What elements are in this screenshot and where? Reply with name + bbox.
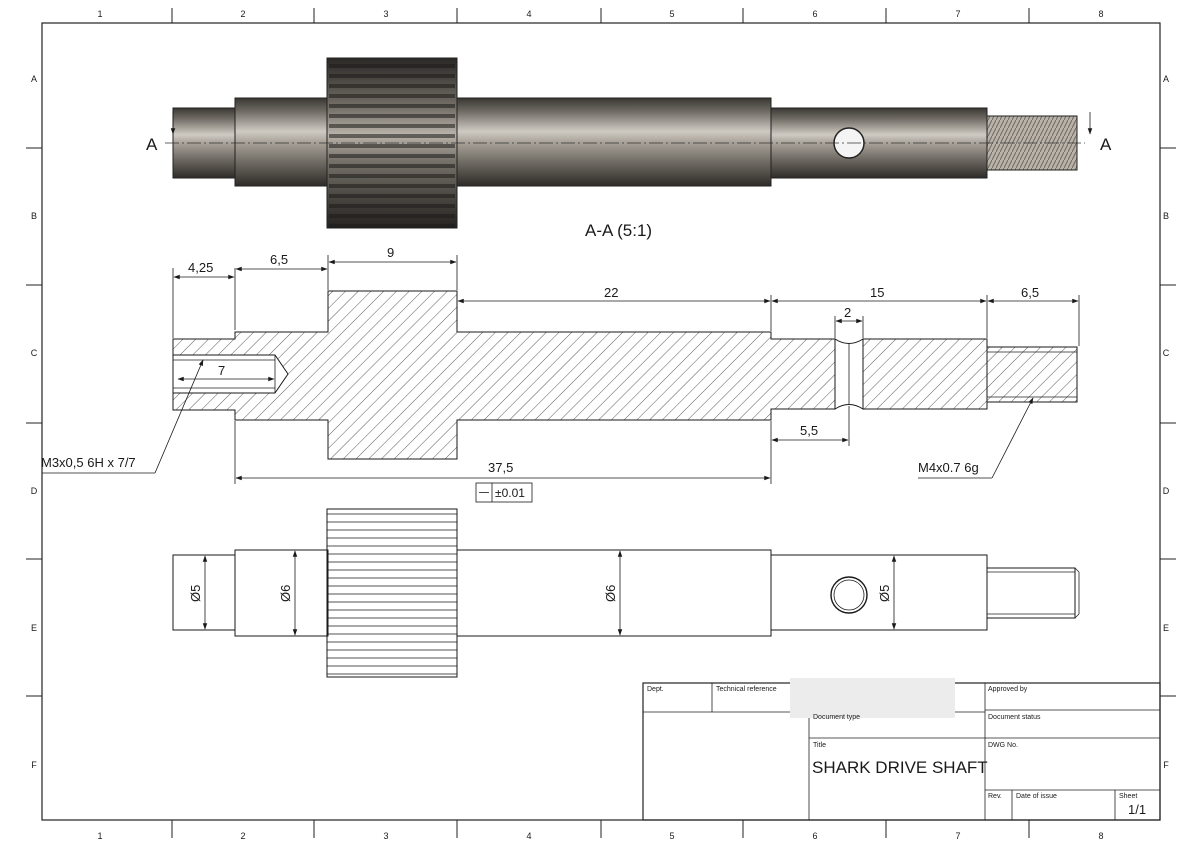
- grid-col-top-7: 7: [955, 9, 960, 19]
- tech-ref-label: Technical reference: [716, 686, 777, 693]
- dia-6-left: Ø6: [278, 585, 293, 602]
- dim-2: 2: [844, 305, 851, 320]
- grid-row-left-B: B: [31, 211, 37, 221]
- dia-5-right: Ø5: [877, 585, 892, 602]
- dim-5-5: 5,5: [800, 423, 818, 438]
- grid-col-top-2: 2: [240, 9, 245, 19]
- dim-6-5-left: 6,5: [270, 252, 288, 267]
- grid-col-bottom-3: 3: [383, 831, 388, 841]
- grid-col-bottom-5: 5: [669, 831, 674, 841]
- sheet-label: Sheet: [1119, 793, 1137, 800]
- external-thread-callout: M4x0.7 6g: [918, 460, 979, 475]
- section-title: A-A (5:1): [585, 221, 652, 240]
- dim-9: 9: [387, 245, 394, 260]
- dim-6-5-right: 6,5: [1021, 285, 1039, 300]
- grid-col-bottom-4: 4: [526, 831, 531, 841]
- doc-type-label: Document type: [813, 714, 860, 721]
- grid-col-top-6: 6: [812, 9, 817, 19]
- rev-label: Rev.: [988, 793, 1002, 800]
- grid-row-right-B: B: [1163, 211, 1169, 221]
- grid-row-right-D: D: [1163, 486, 1170, 496]
- grid-row-left-C: C: [31, 348, 38, 358]
- section-marker-left: A: [146, 135, 158, 154]
- approved-label: Approved by: [988, 686, 1028, 693]
- dim-15: 15: [870, 285, 884, 300]
- grid-col-bottom-8: 8: [1098, 831, 1103, 841]
- grid-col-bottom-7: 7: [955, 831, 960, 841]
- dim-7: 7: [218, 363, 225, 378]
- grid-row-left-F: F: [31, 760, 37, 770]
- dim-22: 22: [604, 285, 618, 300]
- grid-row-left-D: D: [31, 486, 38, 496]
- drawing-title: SHARK DRIVE SHAFT: [812, 758, 988, 777]
- doc-status-label: Document status: [988, 714, 1041, 721]
- dwg-label: DWG No.: [988, 742, 1018, 749]
- dim-37-5: 37,5: [488, 460, 513, 475]
- grid-row-right-E: E: [1163, 623, 1169, 633]
- grid-col-top-3: 3: [383, 9, 388, 19]
- grid-col-bottom-6: 6: [812, 831, 817, 841]
- section-marker-right: A: [1100, 135, 1112, 154]
- grid-col-top-8: 8: [1098, 9, 1103, 19]
- date-label: Date of issue: [1016, 793, 1057, 800]
- flatness-tolerance: ±0.01: [495, 486, 525, 500]
- tolerance-frame: [475, 482, 533, 503]
- section-dimensions: 4,25 6,5 9 22 15 6,5 2 7 5,5 37,5 ±0.01 …: [41, 245, 1080, 503]
- title-label: Title: [813, 742, 826, 749]
- outline-view: Ø5 Ø6 Ø6 Ø5: [172, 508, 1080, 678]
- grid-row-right-A: A: [1163, 74, 1169, 84]
- dim-4-25: 4,25: [188, 260, 213, 275]
- isometric-shaft-view: A A: [146, 57, 1112, 229]
- dia-5-left: Ø5: [188, 585, 203, 602]
- title-block: Dept. Technical reference Approved by Do…: [642, 678, 1161, 821]
- grid-col-bottom-2: 2: [240, 831, 245, 841]
- grid-row-right-F: F: [1163, 760, 1169, 770]
- section-view: [172, 290, 1078, 460]
- grid-col-bottom-1: 1: [97, 831, 102, 841]
- grid-col-top-5: 5: [669, 9, 674, 19]
- grid-row-left-A: A: [31, 74, 37, 84]
- sheet-border: [26, 8, 1176, 838]
- internal-thread-callout: M3x0,5 6H x 7/7: [41, 455, 136, 470]
- grid-col-top-1: 1: [97, 9, 102, 19]
- grid-row-right-C: C: [1163, 348, 1170, 358]
- sheet-number: 1/1: [1128, 802, 1146, 817]
- grid-col-top-4: 4: [526, 9, 531, 19]
- redacted-area: [790, 678, 955, 718]
- dept-label: Dept.: [647, 686, 664, 693]
- dia-6-mid: Ø6: [603, 585, 618, 602]
- grid-row-left-E: E: [31, 623, 37, 633]
